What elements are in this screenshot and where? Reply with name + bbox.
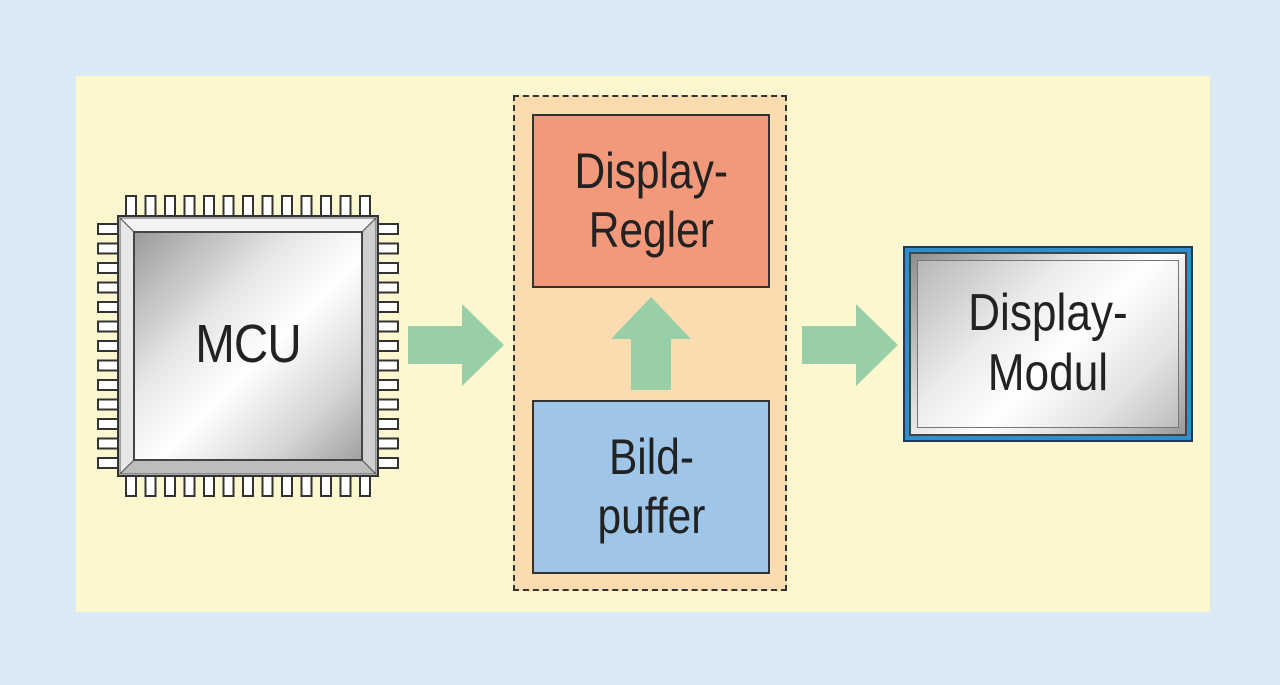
mcu-pin [97, 457, 119, 469]
mcu-pin [377, 379, 399, 391]
mcu-pin [97, 437, 119, 450]
mcu-pins-left [97, 223, 119, 469]
mcu-pin [359, 475, 371, 497]
mcu-pin [377, 262, 399, 274]
mcu-pin [377, 418, 399, 430]
mcu-pin [144, 195, 157, 217]
mcu-pin [377, 398, 399, 411]
mcu-pin [97, 262, 119, 274]
mcu-pin [377, 359, 399, 372]
mcu-pin [203, 195, 215, 217]
mcu-pin [183, 475, 196, 497]
mcu-pin [222, 195, 235, 217]
mcu-pin [359, 195, 371, 217]
display-controller-box: Display- Regler [532, 114, 770, 288]
mcu-pin [97, 379, 119, 391]
mcu-pin [97, 320, 119, 333]
mcu-pin [125, 475, 137, 497]
mcu-pin [242, 195, 254, 217]
display-module-label: Display- Modul [968, 284, 1128, 402]
frame-buffer-label: Bild- puffer [597, 429, 705, 544]
mcu-pin [164, 195, 176, 217]
mcu-pin [164, 475, 176, 497]
mcu-pin [261, 475, 274, 497]
mcu-bevel-bottom [118, 459, 378, 475]
mcu-pin [281, 195, 293, 217]
mcu-pin [300, 195, 313, 217]
mcu-pin [242, 475, 254, 497]
mcu-face [133, 231, 363, 461]
mcu-pin [377, 457, 399, 469]
mcu-pin [377, 242, 399, 255]
mcu-pin [281, 475, 293, 497]
mcu-pin [97, 340, 119, 352]
mcu-chip-icon [97, 195, 399, 497]
mcu-pin [97, 281, 119, 294]
mcu-pin [97, 398, 119, 411]
arrow-mcu-to-controller [408, 304, 504, 386]
mcu-pin [377, 223, 399, 235]
mcu-pin [320, 475, 332, 497]
mcu-pin [377, 340, 399, 352]
mcu-pin [339, 475, 352, 497]
mcu-pin [144, 475, 157, 497]
mcu-pins-top [125, 195, 371, 217]
mcu-pin [97, 301, 119, 313]
mcu-label: MCU [195, 314, 301, 374]
mcu-pin [97, 223, 119, 235]
mcu-pin [300, 475, 313, 497]
display-controller-label: Display- Regler [574, 143, 728, 258]
display-module-box: Display- Modul [917, 260, 1179, 428]
mcu-pin [377, 301, 399, 313]
mcu-pin [183, 195, 196, 217]
mcu-pin [261, 195, 274, 217]
mcu-pin [97, 359, 119, 372]
mcu-pin [377, 320, 399, 333]
mcu-pin [377, 281, 399, 294]
mcu-bevel-left [119, 216, 135, 476]
mcu-pin [125, 195, 137, 217]
mcu-pin [203, 475, 215, 497]
arrow-controller-to-module [802, 304, 898, 386]
arrow-buffer-to-controller [611, 297, 691, 390]
mcu-pin [97, 418, 119, 430]
mcu-pin [97, 242, 119, 255]
frame-buffer-box: Bild- puffer [532, 400, 770, 574]
mcu-pins-right [377, 223, 399, 469]
mcu-pin [339, 195, 352, 217]
mcu-pin [320, 195, 332, 217]
mcu-bevel-right [361, 216, 377, 476]
mcu-pin [377, 437, 399, 450]
mcu-pins-bottom [125, 475, 371, 497]
mcu-pin [222, 475, 235, 497]
